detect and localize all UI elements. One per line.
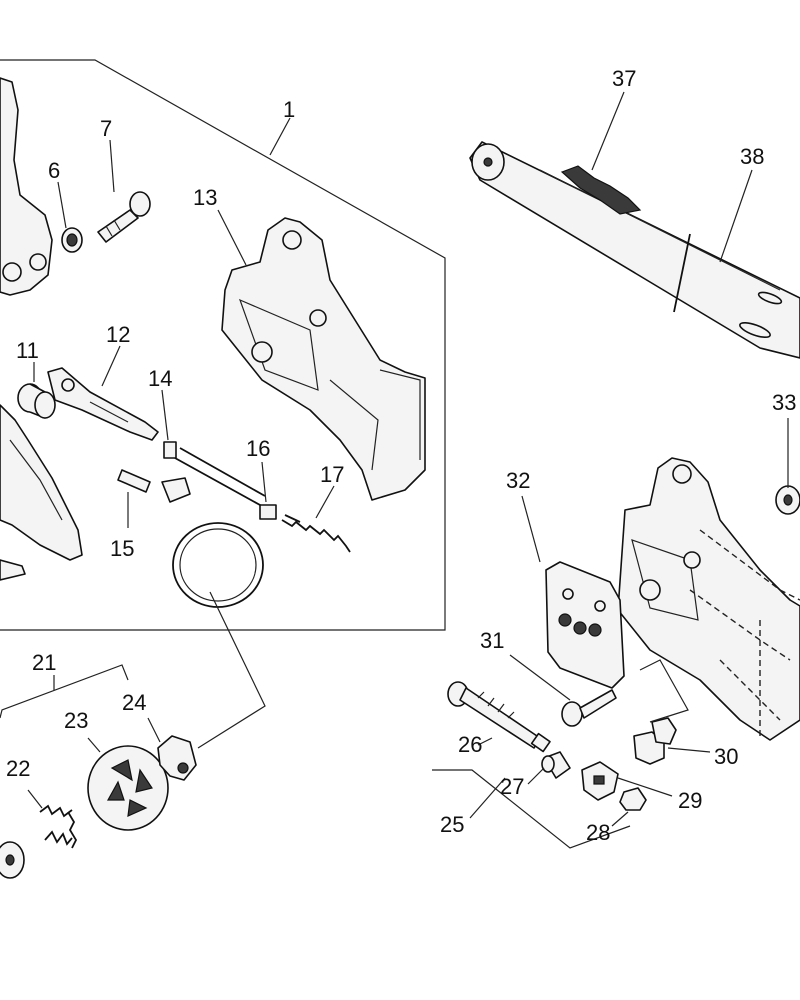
callout-21: 21 (32, 650, 56, 675)
chain-cover-part-13 (221, 217, 426, 501)
callout-26: 26 (458, 732, 482, 757)
callout-25: 25 (440, 812, 464, 837)
sprocket-cover-part (617, 457, 800, 741)
callout-22: 22 (6, 756, 30, 781)
callout-16: 16 (246, 436, 270, 461)
callout-38: 38 (740, 144, 764, 169)
screw-part-31 (561, 689, 617, 727)
assembly-box-1 (0, 59, 446, 631)
adjuster-screw-part-26 (447, 681, 551, 753)
drive-part-24 (157, 735, 197, 781)
gear-part-30 (633, 717, 677, 765)
clip-part-16 (259, 504, 277, 520)
hand-guard-part (0, 404, 83, 581)
block-part-29 (581, 761, 619, 801)
chain-part-37 (560, 165, 642, 215)
callout-12: 12 (106, 322, 130, 347)
springs-part-22 (39, 804, 78, 849)
plate-part-32 (545, 561, 625, 689)
washer-part-6 (61, 227, 83, 253)
callout-29: 29 (678, 788, 702, 813)
spring-part-17 (281, 514, 351, 553)
washer-part-33 (775, 485, 800, 515)
callout-15: 15 (110, 536, 134, 561)
callout-33: 33 (772, 390, 796, 415)
callout-17: 17 (320, 462, 344, 487)
nut-part-27 (541, 751, 571, 779)
callout-13: 13 (193, 185, 217, 210)
callout-31: 31 (480, 628, 504, 653)
callout-14: 14 (148, 366, 172, 391)
collar-part-11 (17, 383, 56, 419)
callout-27: 27 (500, 774, 524, 799)
callout-30: 30 (714, 744, 738, 769)
callout-23: 23 (64, 708, 88, 733)
bolt-part-7 (97, 191, 151, 243)
callout-11: 11 (16, 338, 39, 363)
guide-bar-part-38 (469, 141, 800, 359)
callout-6: 6 (48, 158, 60, 183)
lever-part-12 (47, 367, 159, 441)
callout-labels: 1 6 7 13 11 12 14 15 16 17 21 23 24 22 2… (6, 66, 796, 845)
brake-band-part (172, 447, 273, 608)
leader-lines (0, 91, 789, 849)
callout-7: 7 (100, 116, 112, 141)
clutch-part-23 (87, 745, 169, 831)
callout-32: 32 (506, 468, 530, 493)
callout-1: 1 (283, 97, 295, 122)
callout-24: 24 (122, 690, 146, 715)
washer-part-bottom (0, 841, 25, 879)
band-bracket-part-14 (163, 441, 177, 459)
pin-part-15 (117, 469, 191, 503)
callout-37: 37 (612, 66, 636, 91)
callout-28: 28 (586, 820, 610, 845)
bracket-part (0, 77, 53, 296)
nut-part-28 (619, 787, 647, 811)
